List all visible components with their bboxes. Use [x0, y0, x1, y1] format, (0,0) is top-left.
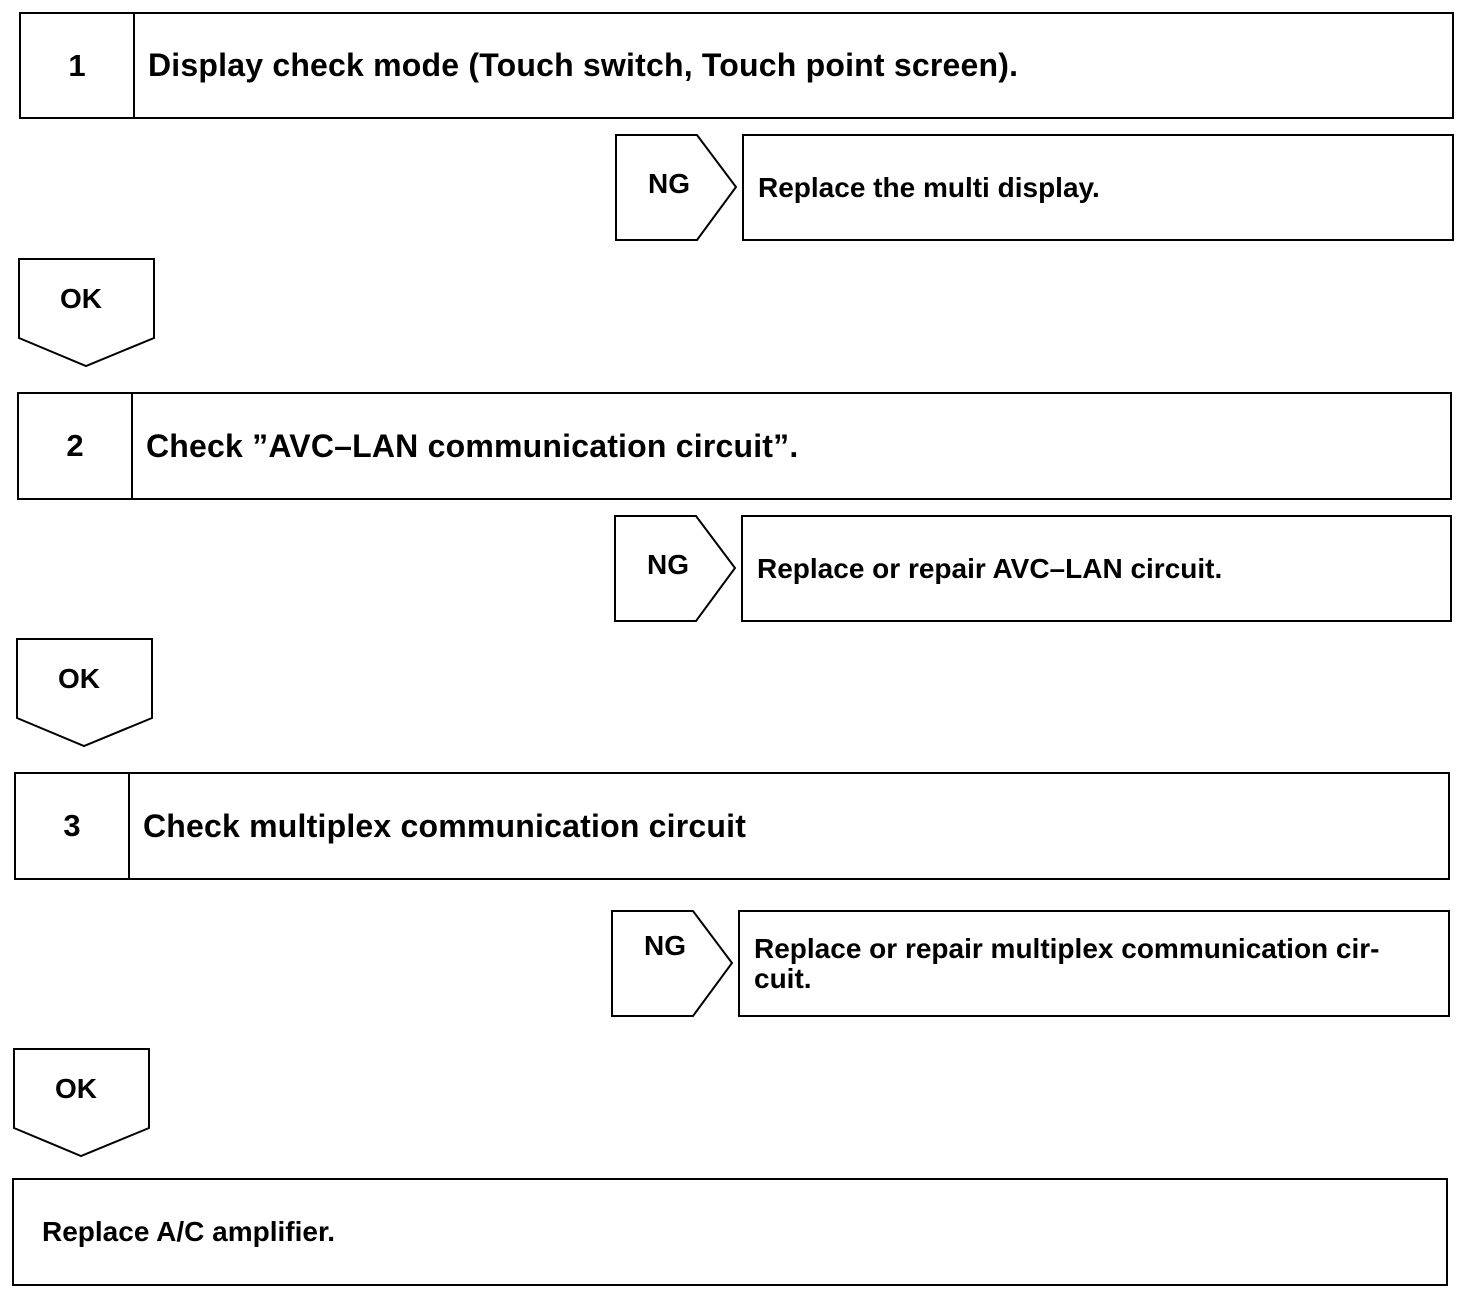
ok-arrow-down-icon [18, 258, 155, 368]
step-2-ng-action: Replace or repair AVC–LAN circuit. [741, 515, 1452, 622]
step-1-title: Display check mode (Touch switch, Touch … [148, 47, 1019, 83]
step-1-box: 1 Display check mode (Touch switch, Touc… [19, 12, 1454, 119]
step-2-ng-arrow: NG [614, 515, 738, 622]
step-3-ng-label: NG [644, 930, 686, 961]
step-3-ng-action: Replace or repair multiplex communicatio… [738, 910, 1450, 1017]
final-action-text: Replace A/C amplifier. [42, 1216, 336, 1247]
step-2-ng-label: NG [647, 549, 689, 580]
step-3-ok-label: OK [55, 1073, 97, 1104]
step-1-ng-label: NG [648, 168, 690, 199]
step-2-ok-arrow: OK [16, 638, 154, 748]
step-2-ok-label: OK [58, 663, 100, 694]
step-3-box: 3 Check multiplex communication circuit [14, 772, 1450, 880]
step-3-title: Check multiplex communication circuit [143, 807, 747, 844]
step-1-ng-action: Replace the multi display. [742, 134, 1454, 241]
step-3-ng-action-text: Replace or repair multiplex communicatio… [754, 933, 1380, 994]
ok-arrow-down-icon [13, 1048, 150, 1158]
step-3-ok-arrow: OK [13, 1048, 151, 1158]
step-2-title: Check ”AVC–LAN communication circuit”. [146, 427, 799, 464]
ng-arrow-right-icon [611, 910, 734, 1017]
ng-arrow-right-icon [615, 134, 738, 241]
step-1-ok-arrow: OK [18, 258, 156, 368]
step-3-ng-arrow: NG [611, 910, 735, 1017]
step-3-number: 3 [16, 774, 130, 878]
step-1-ng-action-text: Replace the multi display. [758, 171, 1100, 203]
step-1-number: 1 [21, 14, 135, 117]
final-action-box: Replace A/C amplifier. [12, 1178, 1448, 1286]
step-2-ng-action-text: Replace or repair AVC–LAN circuit. [757, 552, 1223, 584]
ng-arrow-right-icon [614, 515, 737, 622]
step-2-number: 2 [19, 394, 133, 498]
step-1-ng-arrow: NG [615, 134, 739, 241]
step-1-ok-label: OK [60, 283, 102, 314]
ok-arrow-down-icon [16, 638, 153, 748]
step-2-box: 2 Check ”AVC–LAN communication circuit”. [17, 392, 1452, 500]
